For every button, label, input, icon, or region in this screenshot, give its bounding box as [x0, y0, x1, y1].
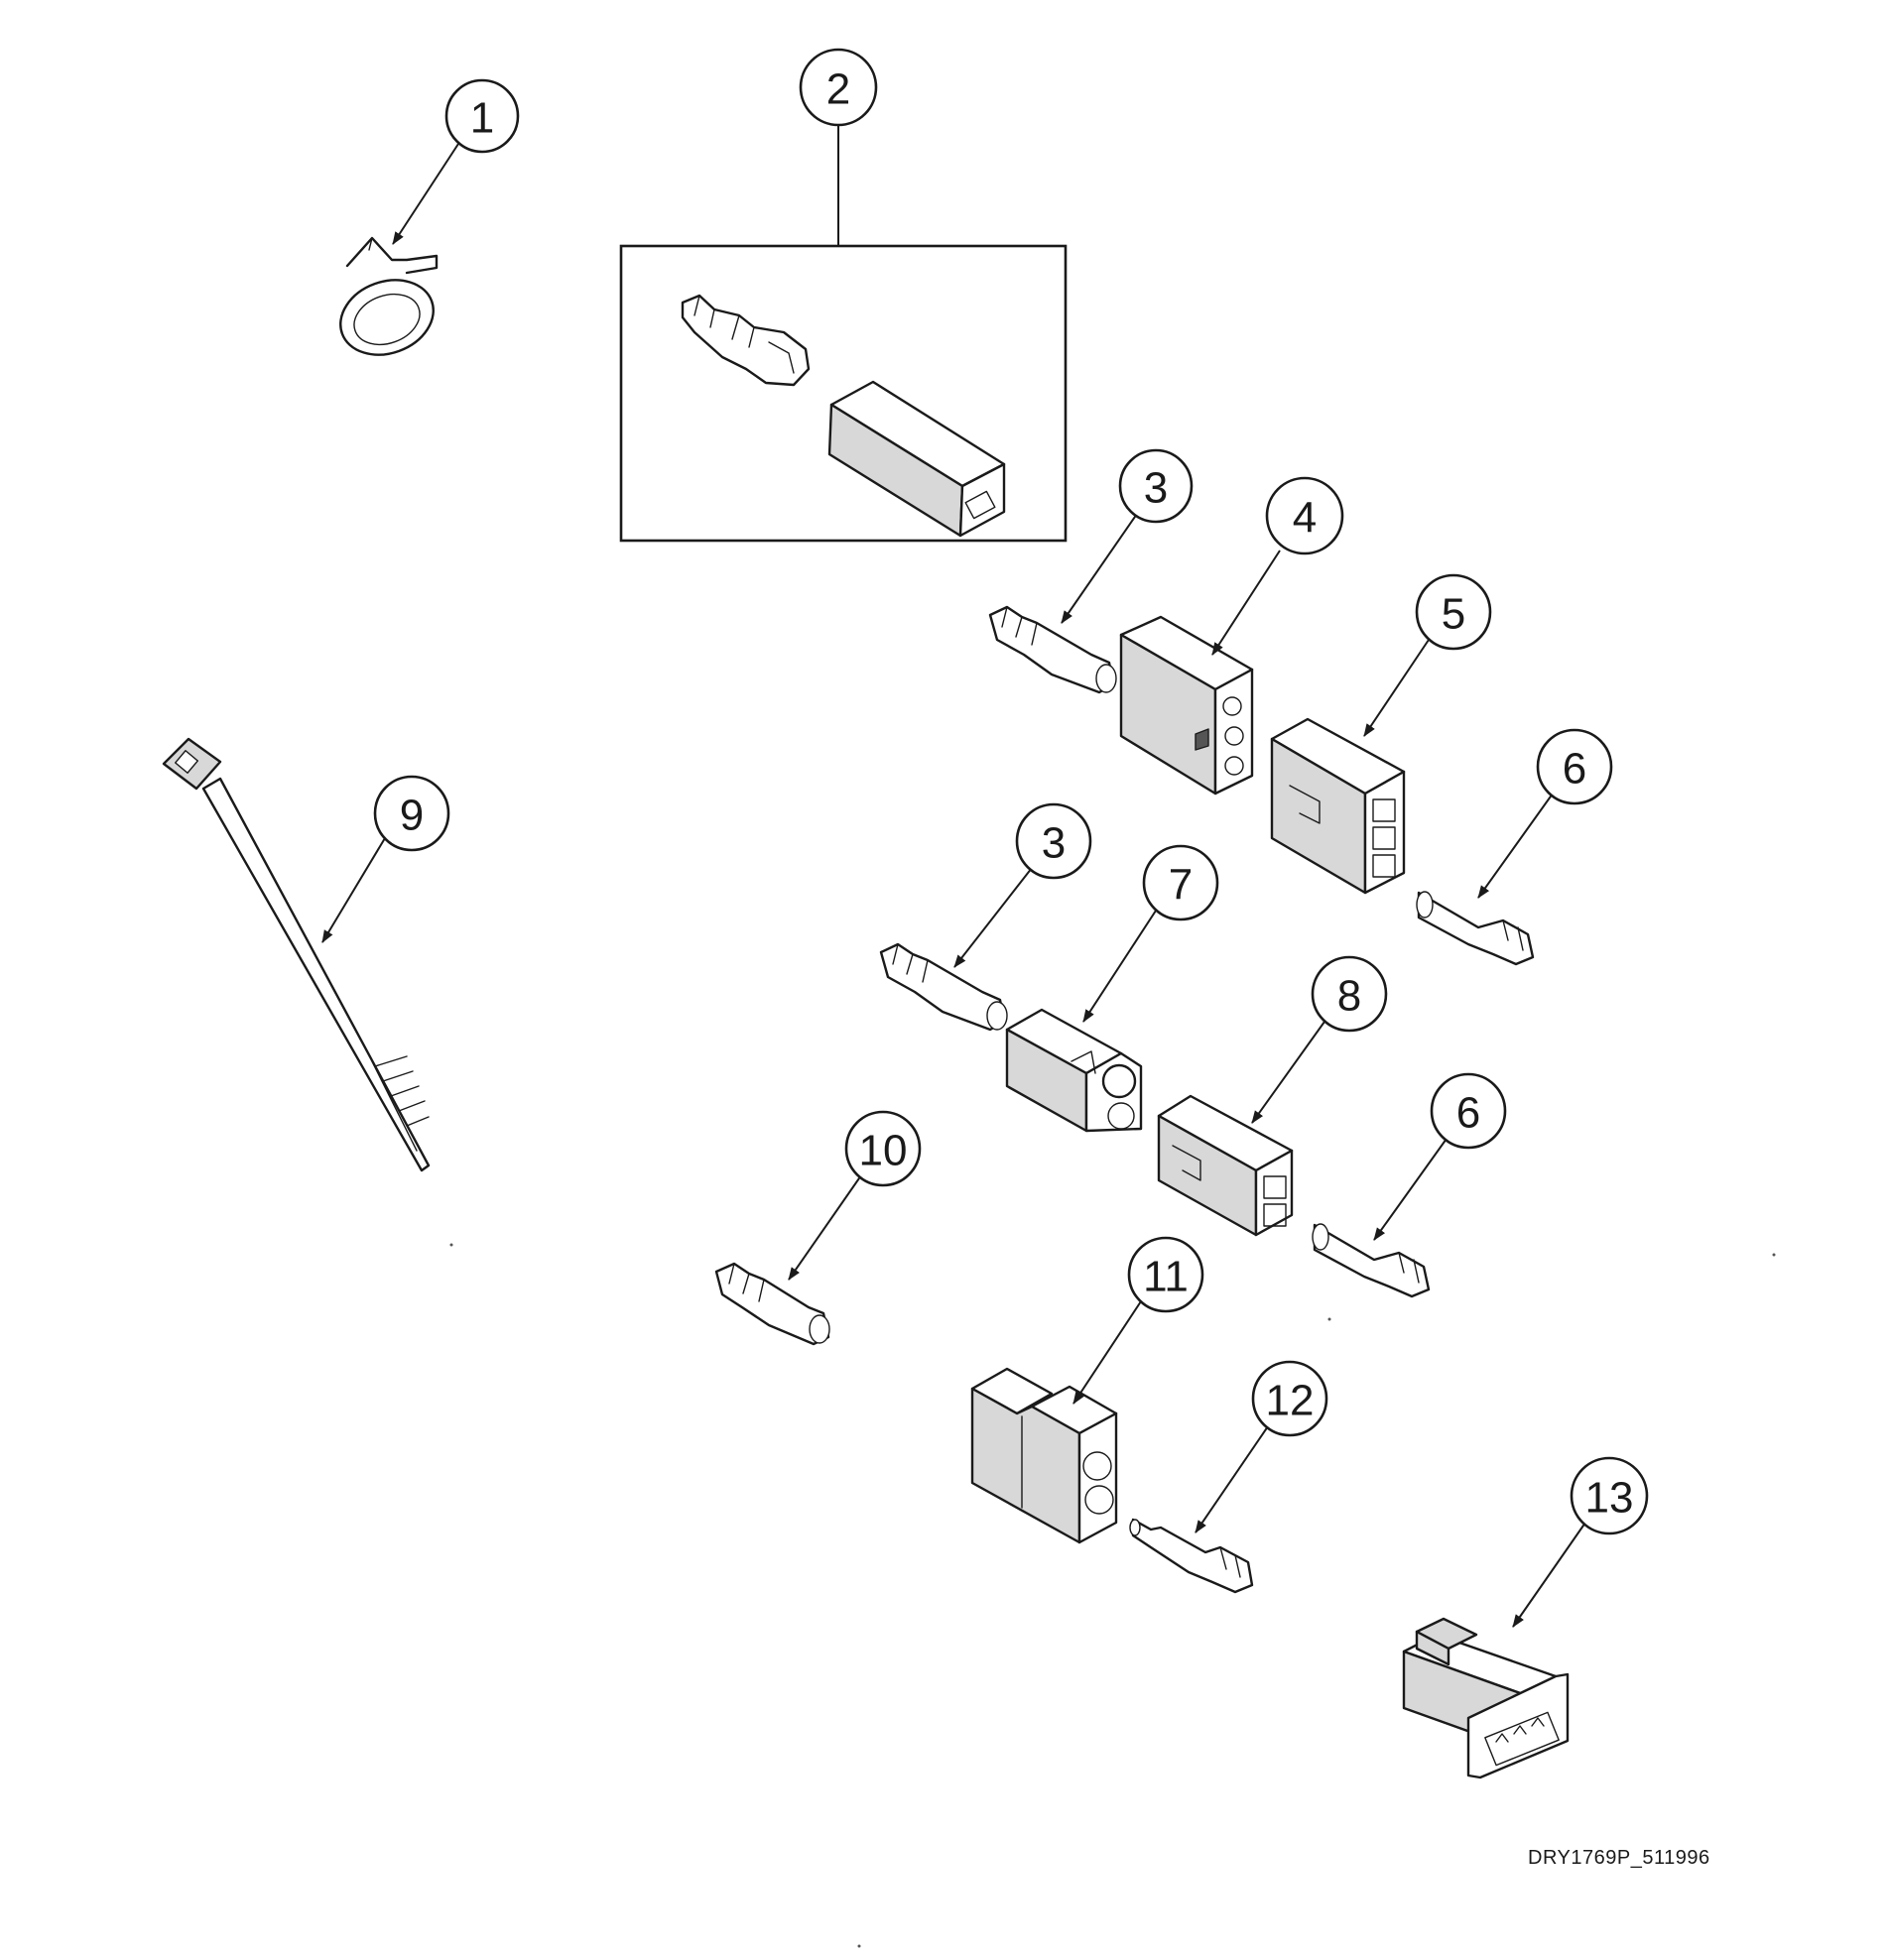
part-5-receptacle	[1270, 717, 1406, 895]
svg-text:5: 5	[1442, 590, 1465, 639]
callout-5: 5	[1415, 573, 1492, 651]
svg-text:6: 6	[1456, 1089, 1480, 1138]
scan-speck	[1327, 1317, 1331, 1321]
svg-text:6: 6	[1563, 745, 1586, 794]
svg-text:3: 3	[1144, 464, 1168, 513]
part-12-pin-terminal	[1129, 1518, 1254, 1594]
part-10-terminal	[714, 1262, 830, 1346]
scan-speck	[449, 1243, 453, 1247]
svg-text:9: 9	[400, 792, 424, 840]
svg-text:7: 7	[1169, 861, 1193, 910]
svg-text:3: 3	[1042, 819, 1066, 868]
part-6-terminal-upper	[1416, 891, 1535, 966]
svg-text:1: 1	[470, 94, 494, 143]
callout-1: 1	[444, 78, 520, 154]
scan-speck	[1772, 1253, 1776, 1257]
part-13-connector	[1402, 1617, 1570, 1779]
svg-text:13: 13	[1585, 1474, 1634, 1523]
callout-9: 9	[373, 775, 450, 852]
svg-text:2: 2	[826, 65, 850, 114]
part-9-cable-tie	[162, 737, 431, 1172]
svg-text:4: 4	[1293, 494, 1317, 543]
part-11-housing	[970, 1367, 1118, 1544]
part-2-insulator	[827, 380, 1006, 538]
callout-11: 11	[1127, 1236, 1204, 1313]
part-7-housing	[1005, 1008, 1143, 1133]
callout-4: 4	[1265, 476, 1344, 555]
callout-10: 10	[844, 1110, 922, 1187]
callout-7: 7	[1142, 844, 1219, 921]
svg-text:12: 12	[1266, 1377, 1315, 1425]
part-8-receptacle	[1157, 1094, 1294, 1237]
svg-text:11: 11	[1143, 1253, 1189, 1301]
callout-6-lower: 6	[1430, 1072, 1507, 1150]
callout-3-upper: 3	[1118, 448, 1194, 524]
part-4-housing	[1119, 615, 1254, 796]
part-1-clamp	[339, 236, 439, 356]
callout-13: 13	[1570, 1456, 1649, 1535]
part-3-terminal-upper	[988, 605, 1117, 694]
svg-text:10: 10	[859, 1127, 908, 1175]
callout-12: 12	[1251, 1360, 1328, 1437]
callout-3-lower: 3	[1015, 802, 1092, 880]
part-6-terminal-lower	[1312, 1223, 1431, 1298]
callout-8: 8	[1311, 955, 1388, 1033]
scan-speck	[857, 1944, 861, 1948]
part-2-terminal	[681, 294, 811, 387]
part-2-kit-box	[619, 244, 1068, 543]
svg-text:8: 8	[1337, 972, 1361, 1021]
drawing-id-label: DRY1769P_511996	[1528, 1847, 1710, 1869]
part-3-terminal-lower	[879, 942, 1008, 1032]
callout-2: 2	[799, 48, 878, 127]
callout-6-upper: 6	[1536, 728, 1613, 805]
